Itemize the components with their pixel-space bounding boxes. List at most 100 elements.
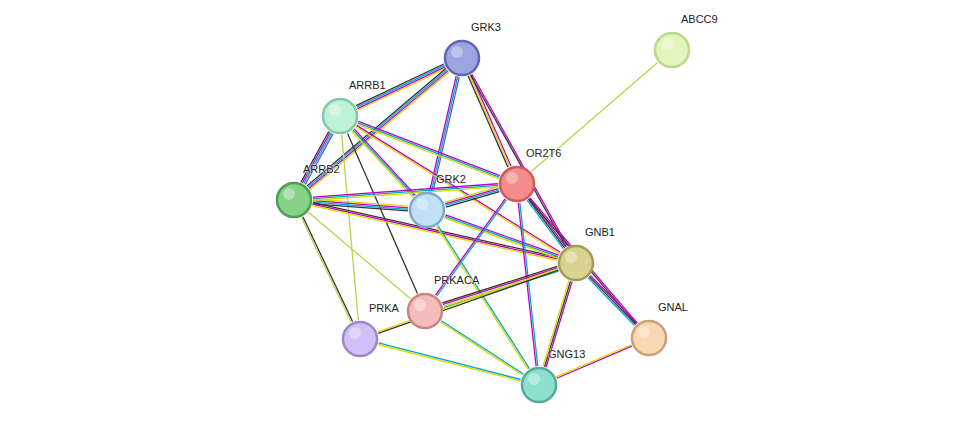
node-highlight [329, 104, 341, 116]
evidence-line [445, 216, 558, 256]
interaction-edge [471, 74, 568, 247]
evidence-line [471, 75, 567, 247]
evidence-line [528, 199, 564, 248]
evidence-line [303, 217, 353, 322]
protein-node: ARRB1 [321, 97, 359, 135]
evidence-line [358, 121, 500, 175]
node-label: ARRB1 [349, 79, 386, 91]
protein-node: PRKA [341, 320, 379, 358]
node-circle [341, 320, 379, 358]
interaction-edge [301, 132, 333, 185]
node-label: ARRB2 [303, 163, 340, 175]
node-circle-shape [522, 368, 556, 402]
node-highlight [349, 327, 361, 339]
evidence-line [313, 201, 408, 208]
node-circle [321, 97, 359, 135]
evidence-line [445, 189, 498, 204]
node-highlight [416, 198, 428, 210]
node-circle [520, 366, 558, 404]
interaction-edge [441, 321, 524, 376]
node-highlight [451, 46, 463, 58]
node-label: GNB1 [585, 226, 615, 238]
evidence-line [520, 203, 538, 366]
evidence-line [441, 322, 523, 375]
node-circle-shape [410, 193, 444, 227]
node-label: PRKACA [434, 274, 479, 286]
node-highlight [638, 326, 650, 338]
evidence-line [354, 129, 415, 195]
evidence-line [518, 203, 536, 366]
interaction-edge [378, 343, 521, 381]
protein-node: PRKACA [406, 292, 444, 330]
evidence-line [590, 275, 636, 323]
node-circle-shape [632, 321, 666, 355]
evidence-line [468, 76, 508, 167]
node-highlight [283, 188, 295, 200]
interaction-edge [468, 75, 511, 167]
node-circle-shape [500, 167, 534, 201]
node-highlight [565, 251, 577, 263]
node-label: GNAL [658, 301, 688, 313]
interaction-edge [529, 198, 637, 324]
node-circle-shape [323, 99, 357, 133]
evidence-line [358, 123, 500, 177]
interaction-edge [445, 187, 500, 207]
protein-node: GNAL [630, 319, 668, 357]
evidence-line [589, 277, 635, 325]
node-circle [408, 191, 446, 229]
interaction-edge [527, 198, 566, 248]
protein-node: GRK3 [443, 39, 481, 77]
evidence-line [378, 270, 558, 333]
evidence-line [304, 133, 332, 184]
interaction-edge [442, 266, 558, 307]
node-circle [557, 244, 595, 282]
protein-node: OR2T6 [498, 165, 536, 203]
evidence-line [438, 226, 530, 369]
evidence-line [470, 75, 510, 166]
interaction-edge [588, 275, 637, 325]
node-circle-shape [445, 41, 479, 75]
node-circle-shape [655, 33, 689, 67]
node-highlight [506, 172, 518, 184]
node-circle-shape [277, 183, 311, 217]
node-circle [443, 39, 481, 77]
node-label: GRK2 [436, 173, 466, 185]
evidence-line [588, 278, 634, 326]
node-label: GRK3 [471, 21, 501, 33]
evidence-line [446, 192, 499, 207]
node-circle [630, 319, 668, 357]
protein-node: GNG13 [520, 366, 558, 404]
node-circle-shape [343, 322, 377, 356]
evidence-line [378, 345, 520, 382]
node-circle-shape [408, 294, 442, 328]
node-highlight [414, 299, 426, 311]
evidence-line [342, 135, 359, 320]
node-circle [653, 31, 691, 69]
evidence-line [301, 218, 351, 323]
interaction-edge [378, 269, 559, 334]
interaction-edge [518, 203, 537, 366]
node-label: ABCC9 [681, 13, 718, 25]
node-circle [275, 181, 313, 219]
evidence-line [530, 198, 637, 323]
node-label: OR2T6 [526, 147, 561, 159]
protein-node: ARRB2 [275, 181, 313, 219]
evidence-line [529, 199, 636, 324]
evidence-line [471, 75, 511, 166]
evidence-line [444, 218, 557, 258]
evidence-line [305, 134, 333, 185]
evidence-line [445, 190, 498, 205]
interaction-edge [308, 212, 410, 298]
interaction-edge [301, 217, 352, 322]
evidence-line [441, 321, 523, 374]
node-label: PRKA [369, 302, 399, 314]
node-highlight [661, 38, 673, 50]
evidence-line [379, 343, 521, 380]
node-label: GNG13 [548, 348, 585, 360]
evidence-line [527, 200, 563, 249]
interaction-edge [444, 215, 558, 258]
node-circle-shape [559, 246, 593, 280]
evidence-line [308, 212, 410, 298]
